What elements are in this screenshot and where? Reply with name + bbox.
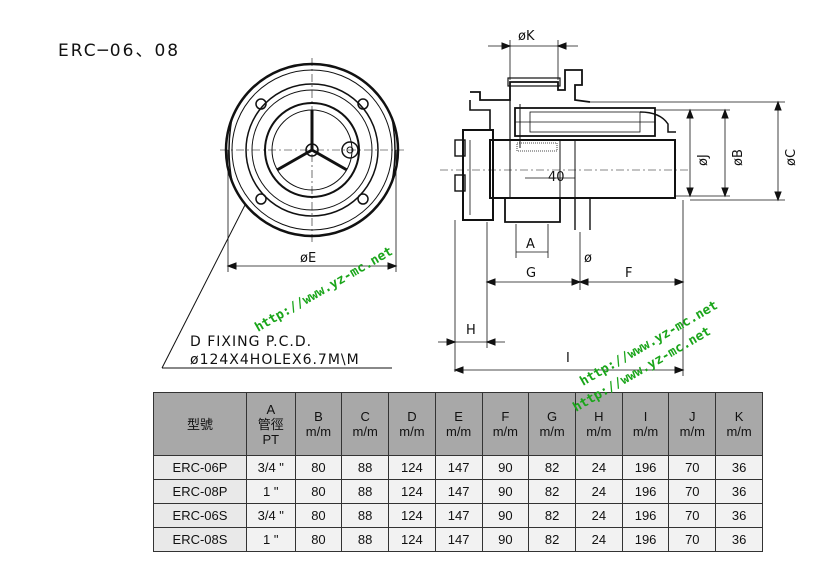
value-cell: 147 [434,455,483,480]
value-cell: 88 [341,479,390,504]
value-cell: 196 [621,527,670,552]
dim-label-i: I [566,351,570,366]
value-cell: 80 [294,527,343,552]
fixing-note-line2: ø124X4HOLEX6.7M\M [190,352,360,368]
dim-label-e: øE [300,251,316,266]
dim-label-phi: ø [584,251,592,266]
technical-drawing: øE D FIXING P.C.D. ø124X4HOLEX6.7M\M [161,29,799,389]
value-cell: 124 [388,503,436,528]
value-cell: 124 [388,455,436,480]
header-model: 型號 [153,392,247,456]
dim-label-b: øB [731,149,746,166]
value-cell: 3/4 " [246,455,296,480]
value-cell: 24 [574,503,623,528]
value-cell: 36 [715,455,763,480]
value-cell: 90 [481,479,530,504]
watermark: http://www.yz-mc.net [253,244,396,335]
dim-label-g: G [526,266,536,281]
value-cell: 82 [528,503,576,528]
fixing-note-line1: D FIXING P.C.D. [190,334,312,350]
value-cell: 124 [388,479,436,504]
dim-label-c: øC [784,149,799,166]
value-cell: 70 [668,503,717,528]
value-cell: 80 [294,455,343,480]
dim-label-h: H [466,323,476,338]
dim-label-40: 40 [548,170,565,185]
value-cell: 82 [528,479,576,504]
value-cell: 124 [388,527,436,552]
side-view [438,40,785,376]
model-cell: ERC-08S [153,527,247,552]
value-cell: 36 [715,479,763,504]
value-cell: 36 [715,503,763,528]
value-cell: 82 [528,455,576,480]
model-cell: ERC-06S [153,503,247,528]
value-cell: 36 [715,527,763,552]
value-cell: 1 " [246,527,296,552]
model-cell: ERC-06P [153,455,247,480]
page-title: ERC─06、08 [58,41,181,61]
value-cell: 90 [481,455,530,480]
value-cell: 24 [574,455,623,480]
value-cell: 88 [341,455,390,480]
value-cell: 196 [621,479,670,504]
value-cell: 196 [621,455,670,480]
value-cell: 1 " [246,479,296,504]
watermark: http://www.yz-mc.net [578,298,721,389]
value-cell: 80 [294,503,343,528]
value-cell: 88 [341,527,390,552]
value-cell: 70 [668,527,717,552]
value-cell: 3/4 " [246,503,296,528]
dim-label-a: A [526,237,535,252]
value-cell: 147 [434,527,483,552]
value-cell: 70 [668,479,717,504]
value-cell: 88 [341,503,390,528]
value-cell: 70 [668,455,717,480]
front-view [161,58,405,369]
dim-label-k: øK [518,29,535,44]
value-cell: 196 [621,503,670,528]
value-cell: 24 [574,527,623,552]
value-cell: 147 [434,503,483,528]
dim-label-f: F [625,266,632,281]
value-cell: 90 [481,503,530,528]
value-cell: 90 [481,527,530,552]
dim-label-j: øJ [696,154,711,166]
model-cell: ERC-08P [153,479,247,504]
value-cell: 147 [434,479,483,504]
value-cell: 80 [294,479,343,504]
value-cell: 24 [574,479,623,504]
value-cell: 82 [528,527,576,552]
